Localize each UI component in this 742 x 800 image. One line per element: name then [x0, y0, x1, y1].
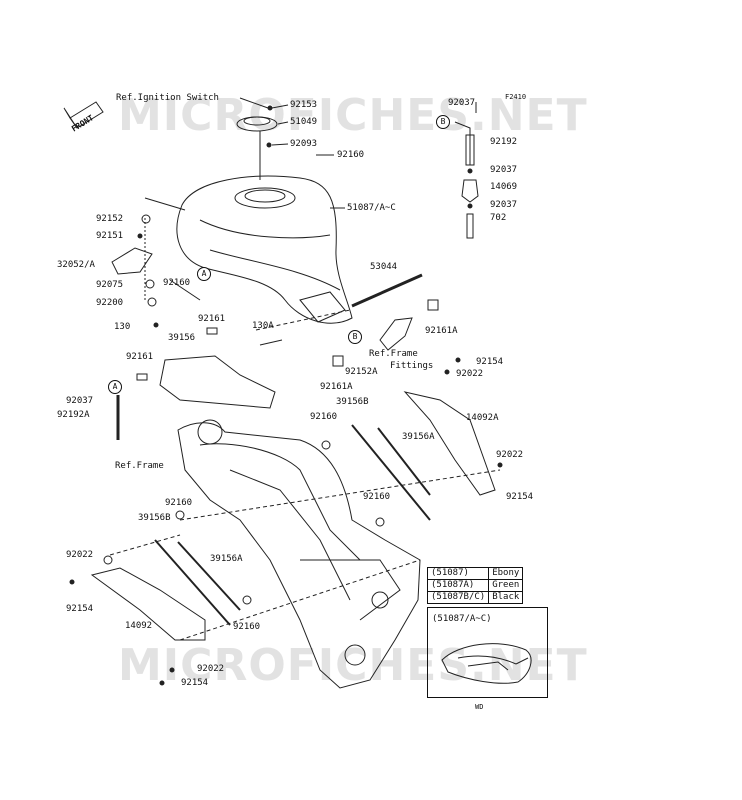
part-92160-e: 92160: [165, 498, 193, 508]
ref-ignition-switch: Ref.Ignition Switch: [116, 93, 219, 103]
part-92154-d: 92154: [181, 678, 209, 688]
part-92192: 92192: [490, 137, 518, 147]
watermark-top: MICROFICHES.NET: [118, 90, 588, 141]
part-92152a: 92152A: [345, 367, 378, 377]
part-92037: 92037: [66, 396, 94, 406]
legend-row: (51087A) Green: [426, 579, 524, 592]
front-arrow-head: [63, 107, 78, 129]
part-92037-c: 92037: [490, 165, 518, 175]
filter-14069: [461, 179, 479, 203]
inset-title: (51087/A~C): [432, 614, 492, 624]
part-39156a-b: 39156A: [210, 554, 243, 564]
hose-92192: [454, 121, 471, 165]
fuel-tank-filler: [234, 187, 296, 209]
fuel-cap-ring: [236, 116, 278, 132]
part-14092a: 14092A: [466, 413, 499, 423]
part-92160-b: 92160: [163, 278, 191, 288]
part-14069: 14069: [490, 182, 518, 192]
callout-a-left: A: [108, 380, 122, 394]
legend-row: (51087) Ebony: [426, 567, 524, 580]
figure-code: F2410: [505, 93, 527, 101]
part-32052: 32052/A: [57, 260, 95, 270]
part-92192a: 92192A: [57, 410, 90, 420]
part-92200: 92200: [96, 298, 124, 308]
inset-tank-drawing: [441, 643, 532, 684]
legend-color: Green: [488, 579, 524, 592]
cover-14092: [90, 567, 206, 641]
watermark-bottom: MICROFICHES.NET: [118, 640, 588, 691]
part-92154-a: 92154: [476, 357, 504, 367]
legend-part: (51087): [426, 567, 490, 580]
color-legend: (51087) Ebony (51087A) Green (51087B/C) …: [426, 567, 524, 604]
part-92161-b: 92161: [126, 352, 154, 362]
fuel-cap-top: [243, 116, 271, 126]
legend-color: Black: [488, 591, 524, 604]
pad-39156: [159, 355, 276, 409]
inset-box: (51087/A~C): [427, 607, 548, 698]
part-39156: 39156: [168, 333, 196, 343]
cover-14092A: [403, 391, 496, 496]
legend-part: (51087A): [426, 579, 490, 592]
frame-outline: [177, 422, 421, 689]
part-702: 702: [490, 213, 507, 223]
part-92152: 92152: [96, 214, 124, 224]
callout-b-mid: B: [348, 330, 362, 344]
part-92022-c: 92022: [66, 550, 94, 560]
part-14092: 14092: [125, 621, 153, 631]
callout-b-top: B: [436, 115, 450, 129]
inset-caption: WD: [475, 703, 484, 711]
part-92160-f: 92160: [233, 622, 261, 632]
part-130a: 130A: [252, 321, 274, 331]
part-92153: 92153: [290, 100, 318, 110]
part-92160: 92160: [337, 150, 365, 160]
part-92022-d: 92022: [197, 664, 225, 674]
part-92037-d: 92037: [490, 200, 518, 210]
bracket-32052: [111, 247, 153, 275]
part-92022-b: 92022: [496, 450, 524, 460]
part-39156b: 39156B: [336, 397, 369, 407]
part-92037-b: 92037: [448, 98, 476, 108]
part-92022-a: 92022: [456, 369, 484, 379]
part-39156b-b: 39156B: [138, 513, 171, 523]
fuel-tank-outline: [176, 175, 353, 324]
part-92151: 92151: [96, 231, 124, 241]
part-39156a: 39156A: [402, 432, 435, 442]
part-92154-b: 92154: [506, 492, 534, 502]
part-92160-c: 92160: [310, 412, 338, 422]
part-51049: 51049: [290, 117, 318, 127]
part-53044: 53044: [370, 262, 398, 272]
ref-frame-fittings-2: Fittings: [390, 361, 434, 371]
ref-frame-fittings: Ref.Frame: [369, 349, 418, 359]
part-92161a-b: 92161A: [320, 382, 353, 392]
part-92093: 92093: [290, 139, 318, 149]
part-92160-d: 92160: [363, 492, 391, 502]
legend-part: (51087B/C): [426, 591, 490, 604]
legend-color: Ebony: [488, 567, 524, 580]
part-51087: 51087/A~C: [347, 203, 396, 213]
callout-a-top: A: [197, 267, 211, 281]
legend-row: (51087B/C) Black: [426, 591, 524, 604]
part-92161a: 92161A: [425, 326, 458, 336]
ref-frame: Ref.Frame: [115, 461, 164, 471]
part-92154-c: 92154: [66, 604, 94, 614]
part-130: 130: [114, 322, 131, 332]
part-92075: 92075: [96, 280, 124, 290]
part-92161: 92161: [198, 314, 226, 324]
